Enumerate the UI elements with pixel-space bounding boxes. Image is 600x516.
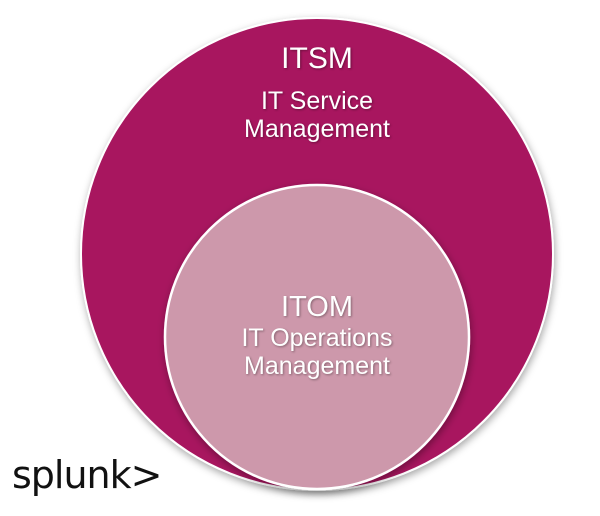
itom-title: ITOM	[281, 291, 353, 323]
itsm-line2: Management	[244, 115, 390, 143]
splunk-logo: splunk>	[12, 453, 162, 497]
itom-circle	[163, 183, 471, 491]
itom-line1: IT Operations	[241, 324, 393, 352]
itsm-line1: IT Service	[260, 87, 374, 115]
itsm-title: ITSM	[281, 42, 353, 75]
itom-line2: Management	[244, 352, 390, 380]
